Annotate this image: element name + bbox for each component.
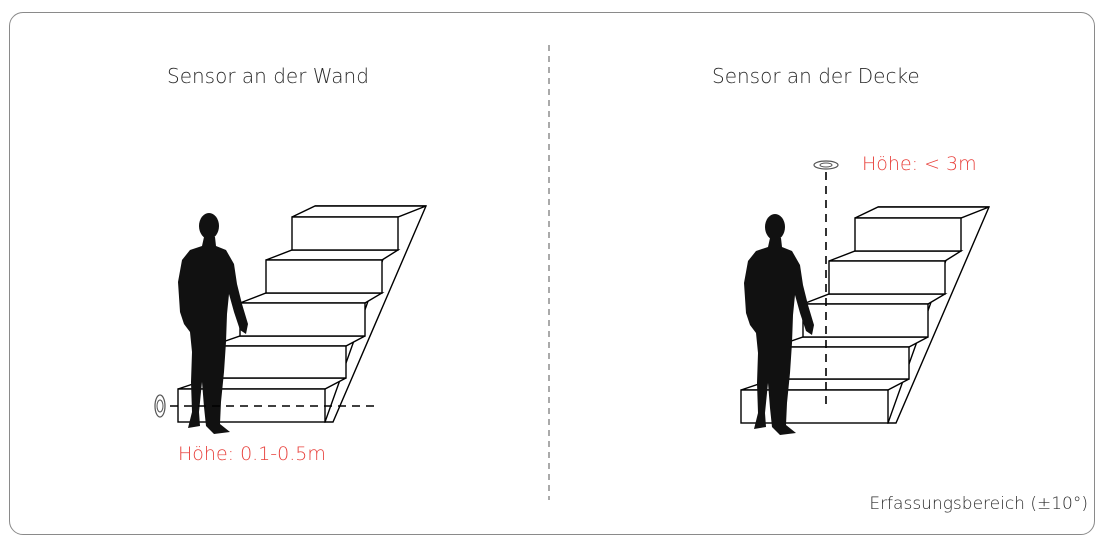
- left-title: Sensor an der Wand: [167, 64, 369, 88]
- ceiling-sensor-icon: [813, 160, 839, 170]
- wall-sensor-icon: [154, 394, 166, 418]
- detection-range-note: Erfassungsbereich (±10°): [869, 494, 1088, 514]
- ceiling-height-label: Höhe: < 3m: [862, 153, 977, 175]
- wall-height-label: Höhe: 0.1-0.5m: [178, 443, 326, 465]
- diagram-frame: [9, 12, 1095, 535]
- right-title: Sensor an der Decke: [712, 64, 920, 88]
